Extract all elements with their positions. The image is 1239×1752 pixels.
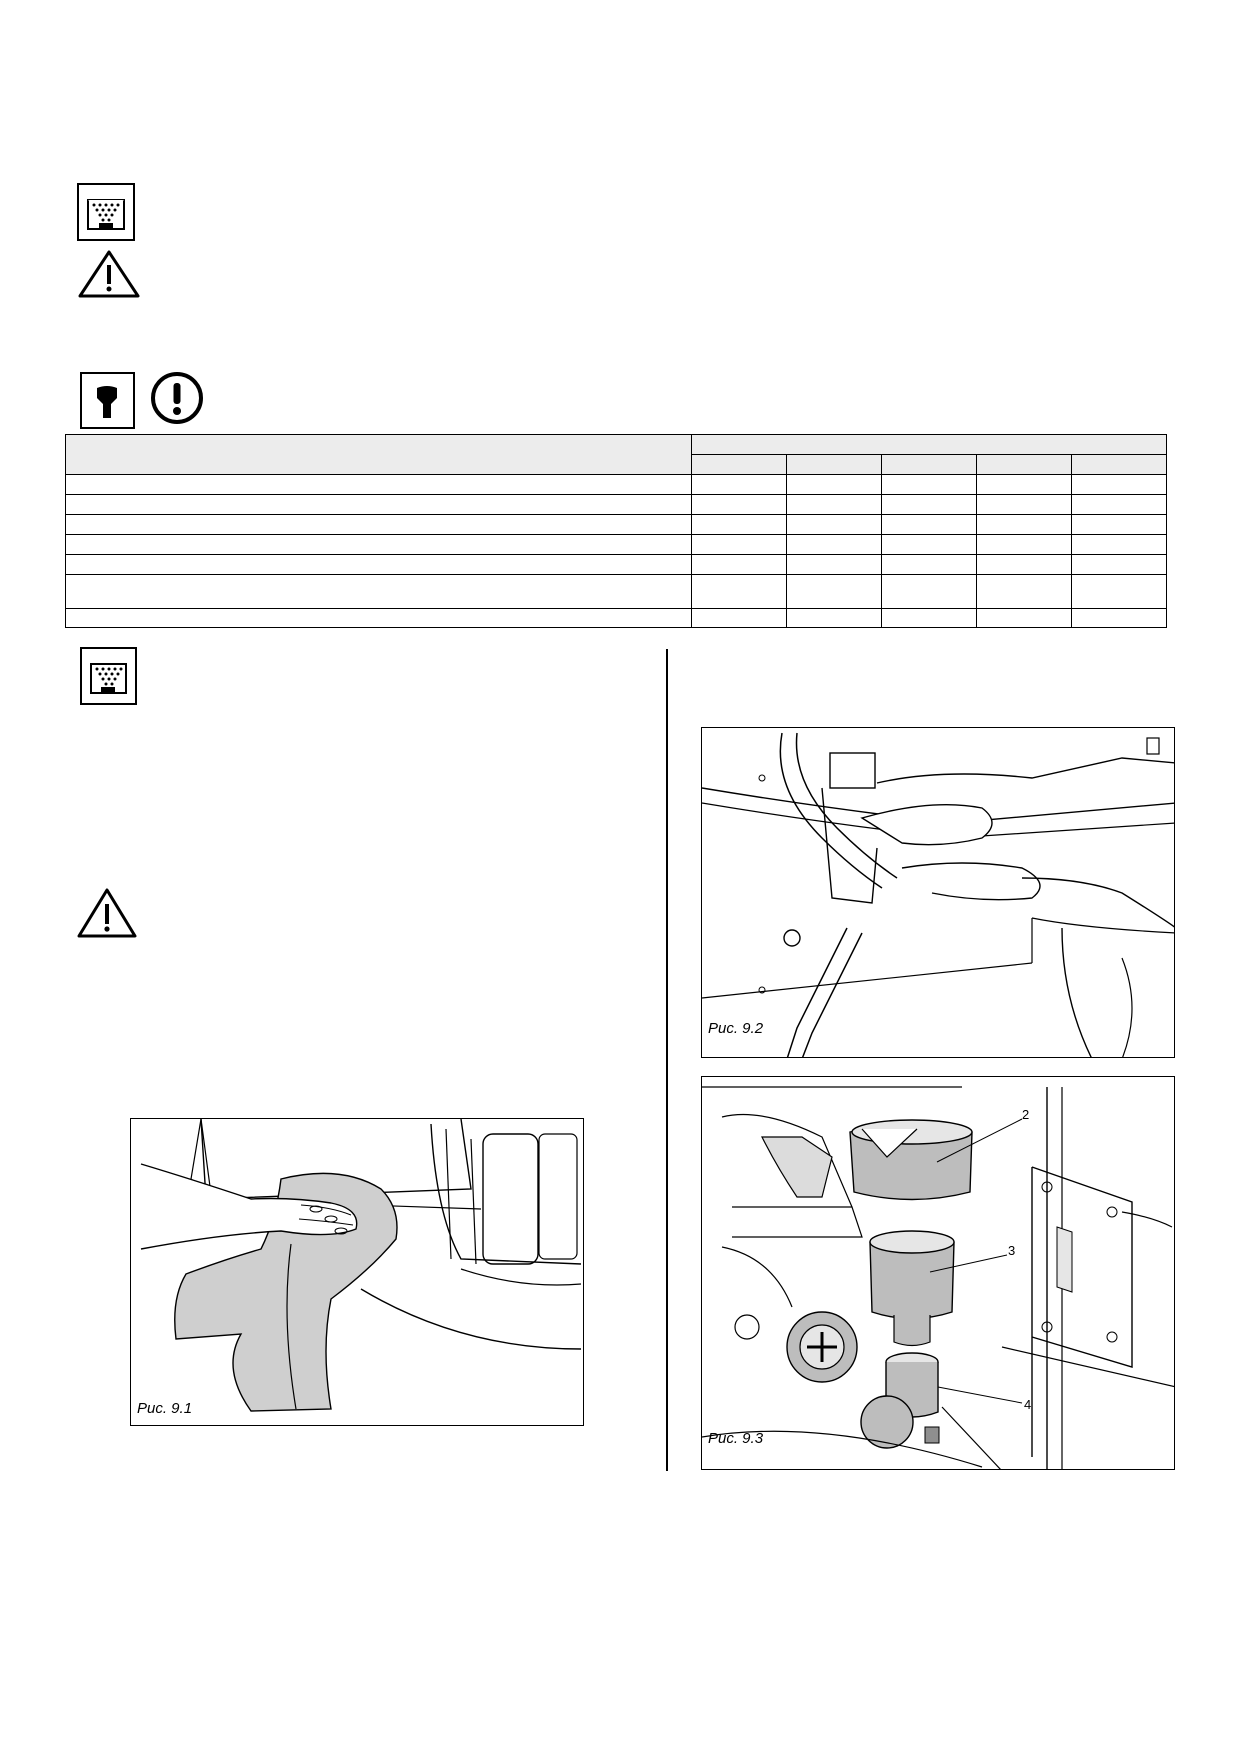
table-row (65, 514, 1168, 535)
table-row (65, 474, 1168, 495)
table-row (65, 574, 1168, 609)
table-header-interval-2 (786, 454, 882, 475)
table-header-intervals (690, 434, 1168, 455)
figure-9-2: Рис. 9.2 (701, 727, 1175, 1058)
warning-triangle-icon (76, 887, 138, 939)
column-divider (666, 649, 668, 1471)
exclamation-circle-icon (148, 369, 206, 427)
callout-label-3: 3 (1008, 1243, 1016, 1258)
cleaning-cloth-illustration (140, 1119, 582, 1412)
table-header-interval-4 (976, 454, 1072, 475)
figure-9-1: Рис. 9.1 (130, 1118, 584, 1426)
table-row (65, 494, 1168, 515)
table-row (65, 534, 1168, 555)
cleaning-icon (80, 647, 137, 705)
table-header-operation (65, 434, 692, 475)
gasket-cleaning-illustration (702, 732, 1174, 1057)
table-row (65, 608, 1168, 628)
figure-caption: Рис. 9.1 (137, 1400, 193, 1417)
figure-9-3: 2 3 4 Рис. 9.3 (701, 1076, 1175, 1470)
figure-caption: Рис. 9.2 (708, 1020, 764, 1037)
table-row (65, 554, 1168, 575)
figure-caption: Рис. 9.3 (708, 1430, 764, 1447)
filter-removal-illustration (702, 1086, 1174, 1469)
callout-label-4: 4 (1024, 1397, 1032, 1412)
warning-triangle-icon (77, 249, 141, 299)
table-header-interval-1 (691, 454, 787, 475)
table-header-interval-5 (1070, 454, 1168, 475)
maintenance-schedule-table (65, 434, 1168, 628)
cleaning-icon (77, 183, 135, 241)
callout-label-2: 2 (1022, 1107, 1030, 1122)
service-tool-icon (80, 372, 135, 429)
table-header-interval-3 (881, 454, 977, 475)
